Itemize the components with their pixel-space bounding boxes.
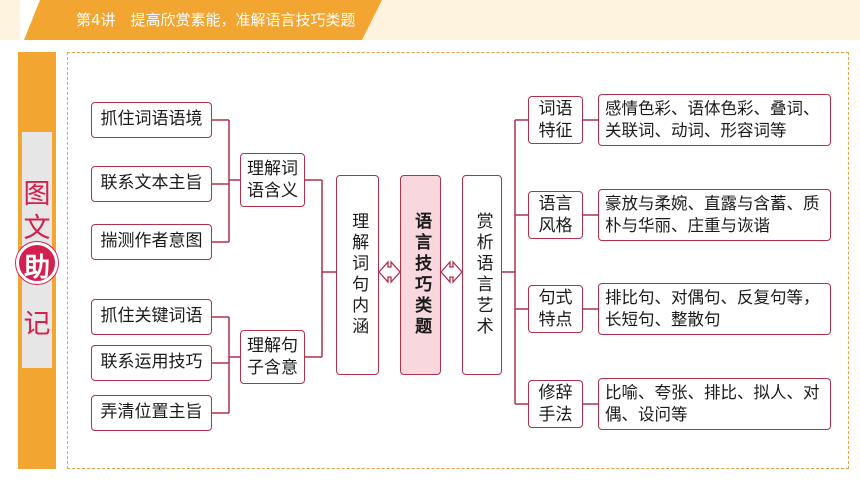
description-box: 感情色彩、语体色彩、叠词、关联词、动词、形容词等 (598, 94, 831, 146)
main-box-understand: 理解词句内涵 (336, 175, 379, 375)
ribbon-char-wen: 文 (23, 213, 51, 244)
ribbon-label: 图 文 助 记 (16, 132, 58, 368)
chapter-tab-shape (20, 0, 382, 40)
category-box: 修辞手法 (528, 380, 583, 428)
chapter-tab: 第4讲 提高欣赏素能，准解语言技巧类题 (20, 0, 382, 40)
ribbon-char-tu: 图 (23, 179, 51, 210)
description-box: 比喻、夸张、排比、拟人、对偶、设问等 (598, 378, 831, 430)
group-box-sentence-meaning: 理解句子含意 (240, 330, 305, 384)
leaf-box: 揣测作者意图 (91, 224, 212, 260)
description-box: 豪放与柔婉、直露与含蓄、质朴与华丽、庄重与诙谐 (598, 189, 831, 241)
diagram-frame (67, 52, 849, 469)
leaf-box: 抓住词语语境 (91, 102, 212, 138)
leaf-box: 弄清位置主旨 (91, 395, 212, 431)
leaf-box: 抓住关键词语 (91, 299, 212, 335)
category-box: 句式特点 (528, 285, 583, 333)
category-box: 词语特征 (528, 96, 583, 144)
ribbon-badge: 助 (16, 242, 58, 284)
ribbon-char-ji: 记 (23, 309, 51, 340)
double-arrow-left-icon (378, 260, 401, 284)
chapter-title: 第4讲 提高欣赏素能，准解语言技巧类题 (76, 11, 356, 29)
double-arrow-right-icon (440, 260, 463, 284)
category-box: 语言风格 (528, 191, 583, 239)
ribbon-char-zhu: 助 (23, 253, 50, 283)
leaf-box: 联系运用技巧 (91, 345, 212, 381)
leaf-box: 联系文本主旨 (91, 166, 212, 202)
main-box-appreciate: 赏析语言艺术 (462, 175, 502, 375)
center-box-topic: 语言技巧类题 (400, 175, 441, 375)
group-box-word-meaning: 理解词语含义 (240, 153, 305, 207)
description-box: 排比句、对偶句、反复句等，长短句、整散句 (598, 283, 831, 335)
